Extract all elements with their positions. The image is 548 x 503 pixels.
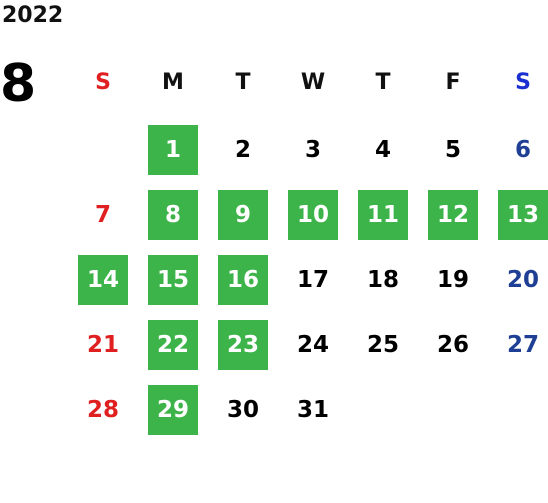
day-number: 27: [506, 332, 539, 358]
day-number: 17: [296, 267, 329, 293]
day-number: 6: [514, 137, 531, 163]
day-cell[interactable]: 5: [418, 117, 488, 182]
day-cell[interactable]: 17: [278, 247, 348, 312]
day-cell[interactable]: 9: [208, 182, 278, 247]
day-number: 19: [436, 267, 469, 293]
day-number: 31: [296, 397, 329, 423]
day-number: 11: [358, 190, 408, 240]
day-cell[interactable]: 22: [138, 312, 208, 377]
day-cell[interactable]: 11: [348, 182, 418, 247]
day-number: 26: [436, 332, 469, 358]
day-cell[interactable]: 4: [348, 117, 418, 182]
day-cell[interactable]: 18: [348, 247, 418, 312]
day-number: 14: [78, 255, 128, 305]
weekday-tuesday: T: [235, 69, 251, 95]
day-number: 24: [296, 332, 329, 358]
calendar-month: 8: [0, 54, 37, 114]
weekday-wednesday: W: [300, 69, 326, 95]
day-cell[interactable]: 12: [418, 182, 488, 247]
day-cell[interactable]: 3: [278, 117, 348, 182]
weekday-header: S M T W T F S: [68, 60, 548, 104]
day-cell[interactable]: 15: [138, 247, 208, 312]
day-cell[interactable]: 29: [138, 377, 208, 442]
day-cell[interactable]: 1: [138, 117, 208, 182]
day-cell[interactable]: 28: [68, 377, 138, 442]
day-number: 29: [148, 385, 198, 435]
day-cell[interactable]: 26: [418, 312, 488, 377]
day-number: 28: [86, 397, 119, 423]
day-cell[interactable]: 16: [208, 247, 278, 312]
day-number: 23: [218, 320, 268, 370]
day-cell[interactable]: 13: [488, 182, 548, 247]
day-cell[interactable]: 8: [138, 182, 208, 247]
empty-cell: [68, 117, 138, 182]
weekday-saturday: S: [515, 69, 531, 95]
day-cell[interactable]: 30: [208, 377, 278, 442]
day-number: 30: [226, 397, 259, 423]
weekday-thursday: T: [375, 69, 391, 95]
day-number: 18: [366, 267, 399, 293]
day-number: 13: [498, 190, 548, 240]
day-number: 4: [374, 137, 391, 163]
day-number: 16: [218, 255, 268, 305]
day-number: 20: [506, 267, 539, 293]
day-cell[interactable]: 10: [278, 182, 348, 247]
day-cell[interactable]: 24: [278, 312, 348, 377]
day-number: 25: [366, 332, 399, 358]
day-cell[interactable]: 31: [278, 377, 348, 442]
day-number: 3: [304, 137, 321, 163]
day-cell[interactable]: 21: [68, 312, 138, 377]
day-cell[interactable]: 20: [488, 247, 548, 312]
weekday-sunday: S: [95, 69, 111, 95]
day-cell[interactable]: 7: [68, 182, 138, 247]
day-number: 10: [288, 190, 338, 240]
day-number: 22: [148, 320, 198, 370]
day-number: 1: [148, 125, 198, 175]
day-number: 8: [148, 190, 198, 240]
day-number: 21: [86, 332, 119, 358]
day-number: 5: [444, 137, 461, 163]
day-cell[interactable]: 2: [208, 117, 278, 182]
day-cell[interactable]: 27: [488, 312, 548, 377]
day-cell[interactable]: 6: [488, 117, 548, 182]
day-number: 2: [234, 137, 251, 163]
day-number: 7: [94, 202, 111, 228]
day-cell[interactable]: 19: [418, 247, 488, 312]
day-number: 12: [428, 190, 478, 240]
day-number: 9: [218, 190, 268, 240]
weekday-friday: F: [445, 69, 461, 95]
calendar-year: 2022: [2, 3, 64, 28]
weekday-monday: M: [162, 69, 184, 95]
day-cell[interactable]: 25: [348, 312, 418, 377]
day-cell[interactable]: 23: [208, 312, 278, 377]
day-number: 15: [148, 255, 198, 305]
day-cell[interactable]: 14: [68, 247, 138, 312]
